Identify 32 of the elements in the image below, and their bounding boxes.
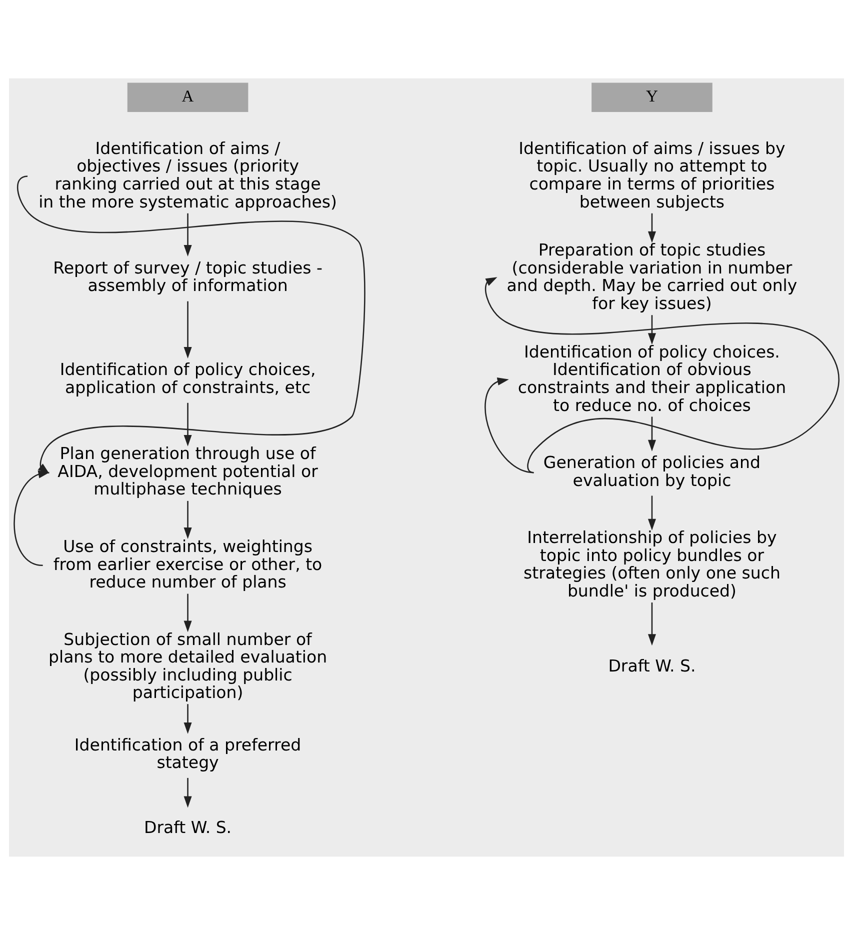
node-text: Preparation of topic studies (considerable variation in number and depth. May be carried out only for key issues) — [506, 240, 797, 313]
node-text: Draft W. S. — [608, 656, 696, 675]
node-text: Identification of a preferred stategy — [74, 734, 301, 772]
arrow — [16, 175, 365, 474]
node-text: Plan generation through use of AIDA, development potential or multiphase techniques — [57, 444, 318, 498]
node-box: Y — [591, 82, 712, 112]
node-text: Interrelationship of policies by topic into policy bundles or strategies (often only one such bundle' is produced) — [523, 528, 780, 600]
node-text: Identification of aims / objectives / issues (priority ranking carried out at this stage in the more systematic approaches) — [38, 138, 336, 211]
node-text: Identification of policy choices. Identification of obvious constraints and their application to reduce no. of choices — [517, 342, 786, 414]
node-text: Draft W. S. — [144, 818, 232, 837]
arrow — [647, 602, 656, 646]
arrow — [183, 777, 192, 808]
arrow — [13, 470, 50, 566]
arrow — [183, 593, 192, 632]
arrow — [647, 495, 656, 530]
node-text: Identification of aims / issues by topic. Usually no attempt to compare in terms of priorities between subjects — [518, 138, 785, 211]
arrow — [484, 377, 534, 473]
node-box: A — [126, 82, 248, 112]
node-text: Generation of policies and evaluation by topic — [542, 452, 760, 490]
node-text: Report of survey / topic studies - assembly of information — [52, 258, 322, 295]
arrow — [183, 300, 192, 358]
arrow — [183, 500, 192, 538]
node-text: Use of constraints, weightings from earlier exercise or other, to reduce number of plans — [52, 536, 322, 592]
node-text: Subjection of small number of plans to more detailed evaluation (possibly including public participation) — [48, 629, 327, 702]
arrow — [183, 212, 192, 256]
arrow — [183, 402, 192, 446]
arrow — [647, 314, 656, 344]
node-text: Identification of policy choices, application of constraints, etc — [59, 360, 316, 396]
arrow — [484, 276, 839, 473]
arrow — [647, 212, 656, 242]
arrow — [647, 416, 656, 451]
arrow — [183, 704, 192, 734]
